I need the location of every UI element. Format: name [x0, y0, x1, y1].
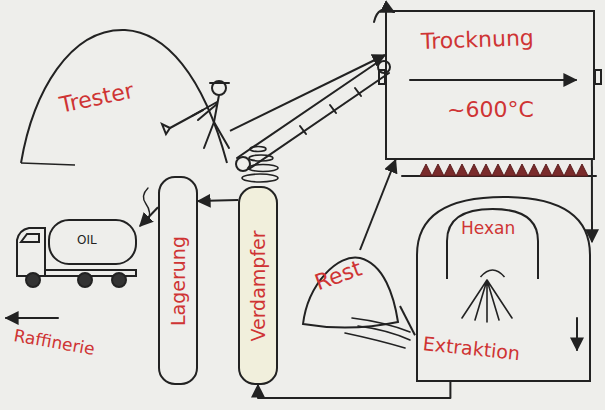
flow-arrow	[6, 317, 58, 319]
flow-connector	[258, 382, 450, 398]
node-label: Trester	[57, 79, 135, 118]
flow-connector	[198, 200, 238, 201]
material-pile: Trester	[15, 22, 230, 167]
node-label: Trocknung	[421, 26, 535, 54]
flow-connector	[400, 306, 415, 335]
flow-arrow	[576, 318, 578, 350]
residue-pile: Rest	[300, 250, 400, 330]
hexane-tank: Hexan	[445, 207, 540, 279]
flow-connector	[140, 207, 158, 226]
node-label: OIL	[77, 234, 97, 247]
burner-flames	[420, 164, 588, 176]
evaporator-column: Verdampfer	[238, 186, 278, 385]
node-label: Lagerung	[168, 236, 189, 326]
flow-connector	[360, 160, 396, 250]
flow-connector	[591, 160, 593, 242]
extraction-vessel: Extraktion Hexan	[415, 195, 592, 382]
residue-trail	[345, 318, 410, 348]
storage-column: Lagerung	[158, 176, 198, 385]
node-label: Rest	[312, 256, 365, 295]
steam-swirl	[242, 147, 278, 183]
dryer-flange	[379, 70, 385, 84]
node-label: Hexan	[461, 219, 515, 238]
dryer-flange	[595, 70, 601, 84]
node-label: Verdampfer	[248, 230, 269, 341]
node-label: ~600°C	[447, 98, 534, 122]
shower-lines	[462, 280, 512, 322]
flow-arrow	[410, 79, 576, 81]
node-label: Extraktion	[422, 333, 521, 364]
tanker-truck: OIL	[15, 210, 140, 290]
hexane-tank-outline	[445, 207, 540, 279]
tanker-truck-outline	[15, 210, 140, 290]
flow-connector	[230, 55, 385, 131]
destination-label: Raffinerie	[12, 326, 96, 359]
dryer-box: Trocknung ~600°C	[385, 10, 595, 160]
